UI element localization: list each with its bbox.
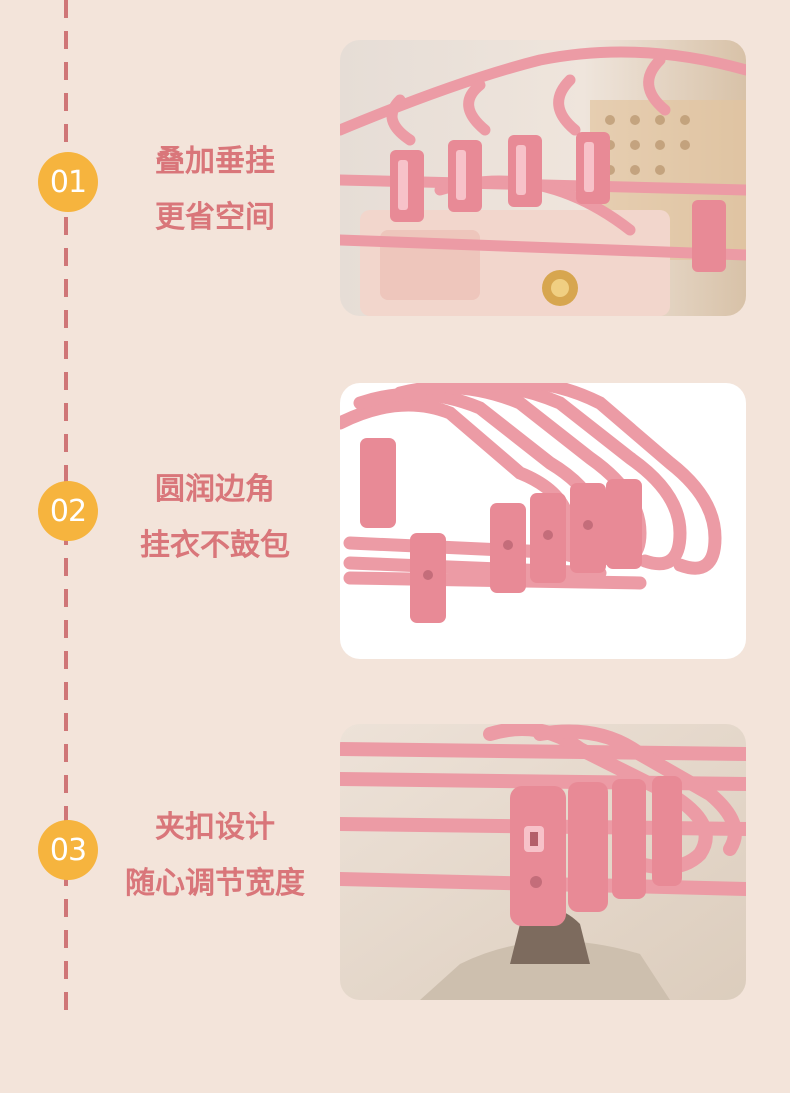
feature-caption: 圆润边角 挂衣不鼓包 [100, 462, 330, 574]
rounded-corner-hangers-photo [340, 383, 746, 659]
feature-02: 02 圆润边角 挂衣不鼓包 [0, 383, 790, 663]
feature-number-badge: 02 [38, 481, 98, 541]
feature-caption: 叠加垂挂 更省空间 [100, 134, 330, 246]
feature-01: 01 叠加垂挂 更省空间 [0, 40, 790, 320]
feature-caption-line2: 随心调节宽度 [125, 866, 305, 901]
feature-caption-line2: 挂衣不鼓包 [140, 528, 290, 563]
feature-number-badge: 01 [38, 152, 98, 212]
feature-caption-line1: 圆润边角 [155, 472, 275, 507]
feature-caption: 夹扣设计 随心调节宽度 [100, 800, 330, 912]
clip-buckle-hangers-photo [340, 724, 746, 1000]
feature-number-badge: 03 [38, 820, 98, 880]
stacked-hangers-photo [340, 40, 746, 316]
clip-buckle-hangers-illustration [340, 724, 746, 1000]
rounded-corner-hangers-illustration [340, 383, 746, 659]
feature-caption-line1: 叠加垂挂 [155, 144, 275, 179]
feature-caption-line2: 更省空间 [155, 200, 275, 235]
feature-caption-line1: 夹扣设计 [155, 810, 275, 845]
stacked-hangers-illustration [340, 40, 746, 316]
feature-03: 03 夹扣设计 随心调节宽度 [0, 724, 790, 1004]
